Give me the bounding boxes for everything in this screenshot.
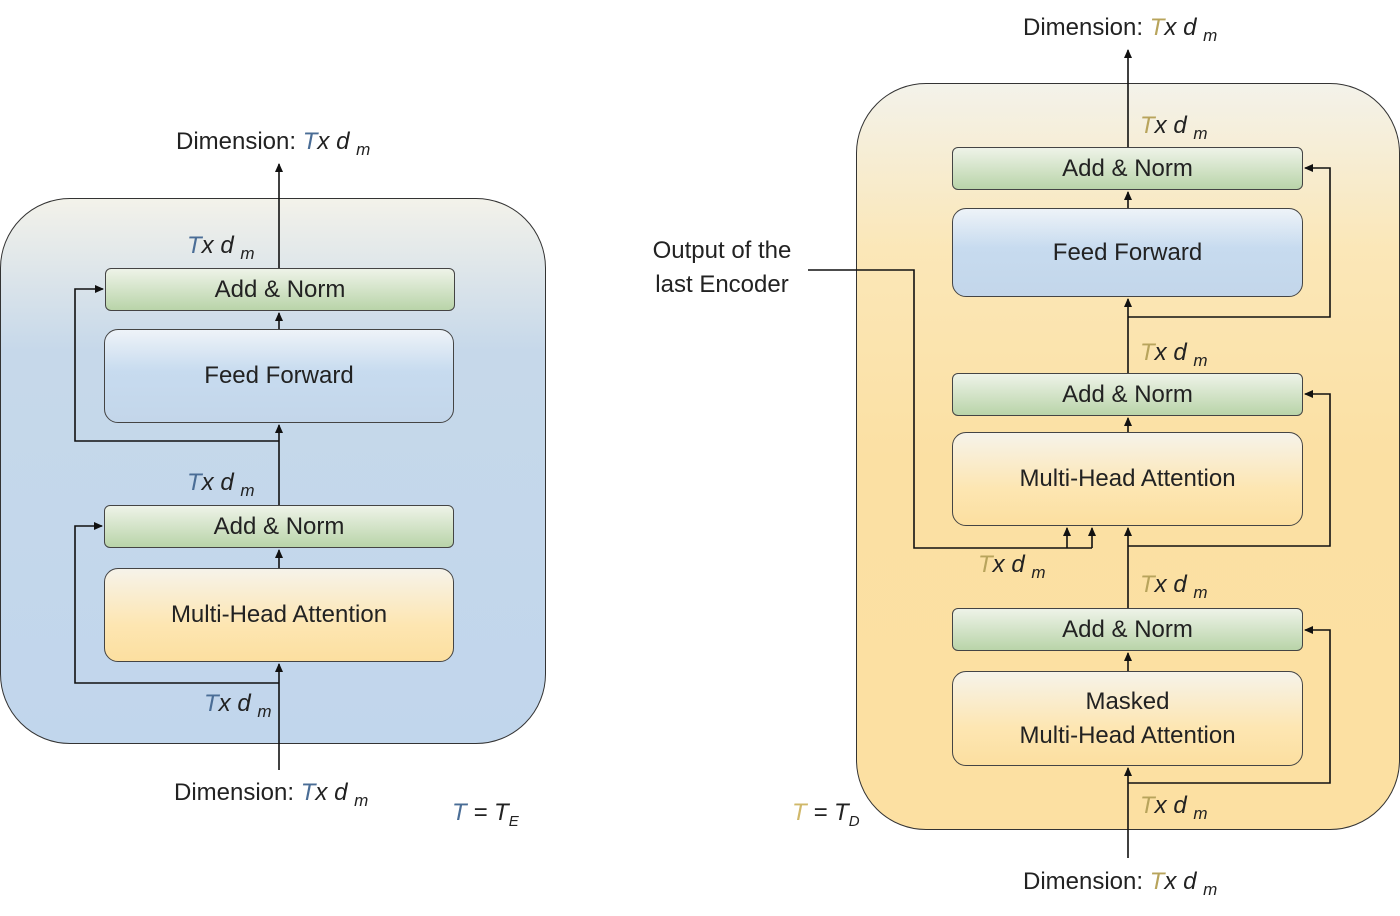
decoder-add-norm-bottom: Add & Norm [952, 608, 1303, 651]
dim-t: T [300, 779, 316, 806]
dim-d: d [334, 779, 348, 806]
txd-d: d [237, 690, 251, 717]
decoder-txd-mid-upper: Tx d m [1140, 339, 1208, 375]
encoder-output-label: Output of the last Encoder [652, 237, 792, 298]
txd-t: T [1140, 112, 1155, 139]
dim-x: x [1164, 868, 1177, 895]
dim-t: T [1149, 868, 1165, 895]
txd-m: m [1193, 123, 1208, 143]
eq-sign: = [466, 799, 495, 826]
eq-rhs: T [834, 799, 849, 826]
txd-m: m [240, 243, 255, 263]
txd-d: d [1173, 571, 1187, 598]
dim-m: m [1203, 25, 1218, 45]
decoder-cross-attention: Multi-Head Attention [952, 432, 1303, 526]
dim-prefix: Dimension: [174, 779, 301, 806]
eq-sub: E [508, 812, 519, 830]
txd-d: d [1173, 792, 1187, 819]
encoder-add-norm-bottom: Add & Norm [104, 505, 454, 548]
encoder-feed-forward: Feed Forward [104, 329, 454, 423]
enc-residual-2 [74, 285, 279, 442]
eq-rhs: T [494, 799, 509, 826]
txd-d: d [220, 232, 234, 259]
dec-residual-1 [1128, 626, 1331, 784]
txd-x: x [1154, 112, 1167, 139]
encoder-input-dimension: Dimension: Tx d m [174, 779, 368, 815]
txd-d: d [220, 469, 234, 496]
eq-lhs: T [452, 799, 467, 826]
decoder-input-dimension: Dimension: Tx d m [1023, 868, 1217, 904]
decoder-masked-attention: Masked Multi-Head Attention [952, 671, 1303, 766]
txd-t: T [187, 469, 202, 496]
dec-residual-2 [1128, 390, 1331, 547]
encoder-txd-bottom: Tx d m [204, 690, 272, 726]
dim-m: m [1203, 879, 1218, 899]
eq-sub: D [848, 812, 860, 830]
dim-m: m [354, 790, 369, 810]
eq-lhs: T [792, 799, 807, 826]
encoder-txd-middle: Tx d m [187, 469, 255, 505]
txd-x: x [201, 232, 214, 259]
txd-d: d [1011, 551, 1025, 578]
txd-d: d [1173, 339, 1187, 366]
txd-x: x [992, 551, 1005, 578]
txd-t: T [978, 551, 993, 578]
decoder-add-norm-top: Add & Norm [952, 147, 1303, 190]
dim-x: x [1164, 14, 1177, 41]
enc-residual-1 [74, 522, 279, 684]
encoder-output-dimension: Dimension: Tx d m [176, 128, 370, 164]
decoder-txd-top: Tx d m [1140, 112, 1208, 148]
txd-t: T [1140, 571, 1155, 598]
txd-m: m [1193, 803, 1208, 823]
dim-x: x [315, 779, 328, 806]
encoder-equation: T = TE [452, 799, 519, 830]
txd-x: x [201, 469, 214, 496]
txd-x: x [1154, 339, 1167, 366]
dim-t: T [302, 128, 318, 155]
txd-m: m [1193, 582, 1208, 602]
decoder-equation: T = TD [792, 799, 860, 830]
encoder-txd-top: Tx d m [187, 232, 255, 268]
encoder-multi-head-attention: Multi-Head Attention [104, 568, 454, 662]
txd-m: m [257, 701, 272, 721]
dim-d: d [336, 128, 350, 155]
decoder-txd-encoder-output: Tx d m [978, 551, 1046, 587]
dim-m: m [356, 139, 371, 159]
decoder-output-dimension: Dimension: Tx d m [1023, 14, 1217, 50]
txd-t: T [204, 690, 219, 717]
txd-t: T [1140, 792, 1155, 819]
eq-sign: = [806, 799, 835, 826]
txd-t: T [1140, 339, 1155, 366]
dim-d: d [1183, 868, 1197, 895]
txd-m: m [1031, 562, 1046, 582]
decoder-add-norm-middle: Add & Norm [952, 373, 1303, 416]
encoder-add-norm-top: Add & Norm [105, 268, 455, 311]
dim-x: x [317, 128, 330, 155]
decoder-feed-forward: Feed Forward [952, 208, 1303, 297]
dim-prefix: Dimension: [1023, 868, 1150, 895]
dim-prefix: Dimension: [1023, 14, 1150, 41]
dim-t: T [1149, 14, 1165, 41]
dec-residual-3 [1128, 164, 1331, 318]
txd-x: x [1154, 792, 1167, 819]
decoder-txd-bottom: Tx d m [1140, 792, 1208, 828]
dim-d: d [1183, 14, 1197, 41]
txd-x: x [1154, 571, 1167, 598]
txd-x: x [218, 690, 231, 717]
decoder-txd-mid-lower: Tx d m [1140, 571, 1208, 607]
txd-m: m [240, 480, 255, 500]
dim-prefix: Dimension: [176, 128, 303, 155]
encoder-output-line [808, 269, 1092, 549]
txd-d: d [1173, 112, 1187, 139]
txd-m: m [1193, 350, 1208, 370]
txd-t: T [187, 232, 202, 259]
